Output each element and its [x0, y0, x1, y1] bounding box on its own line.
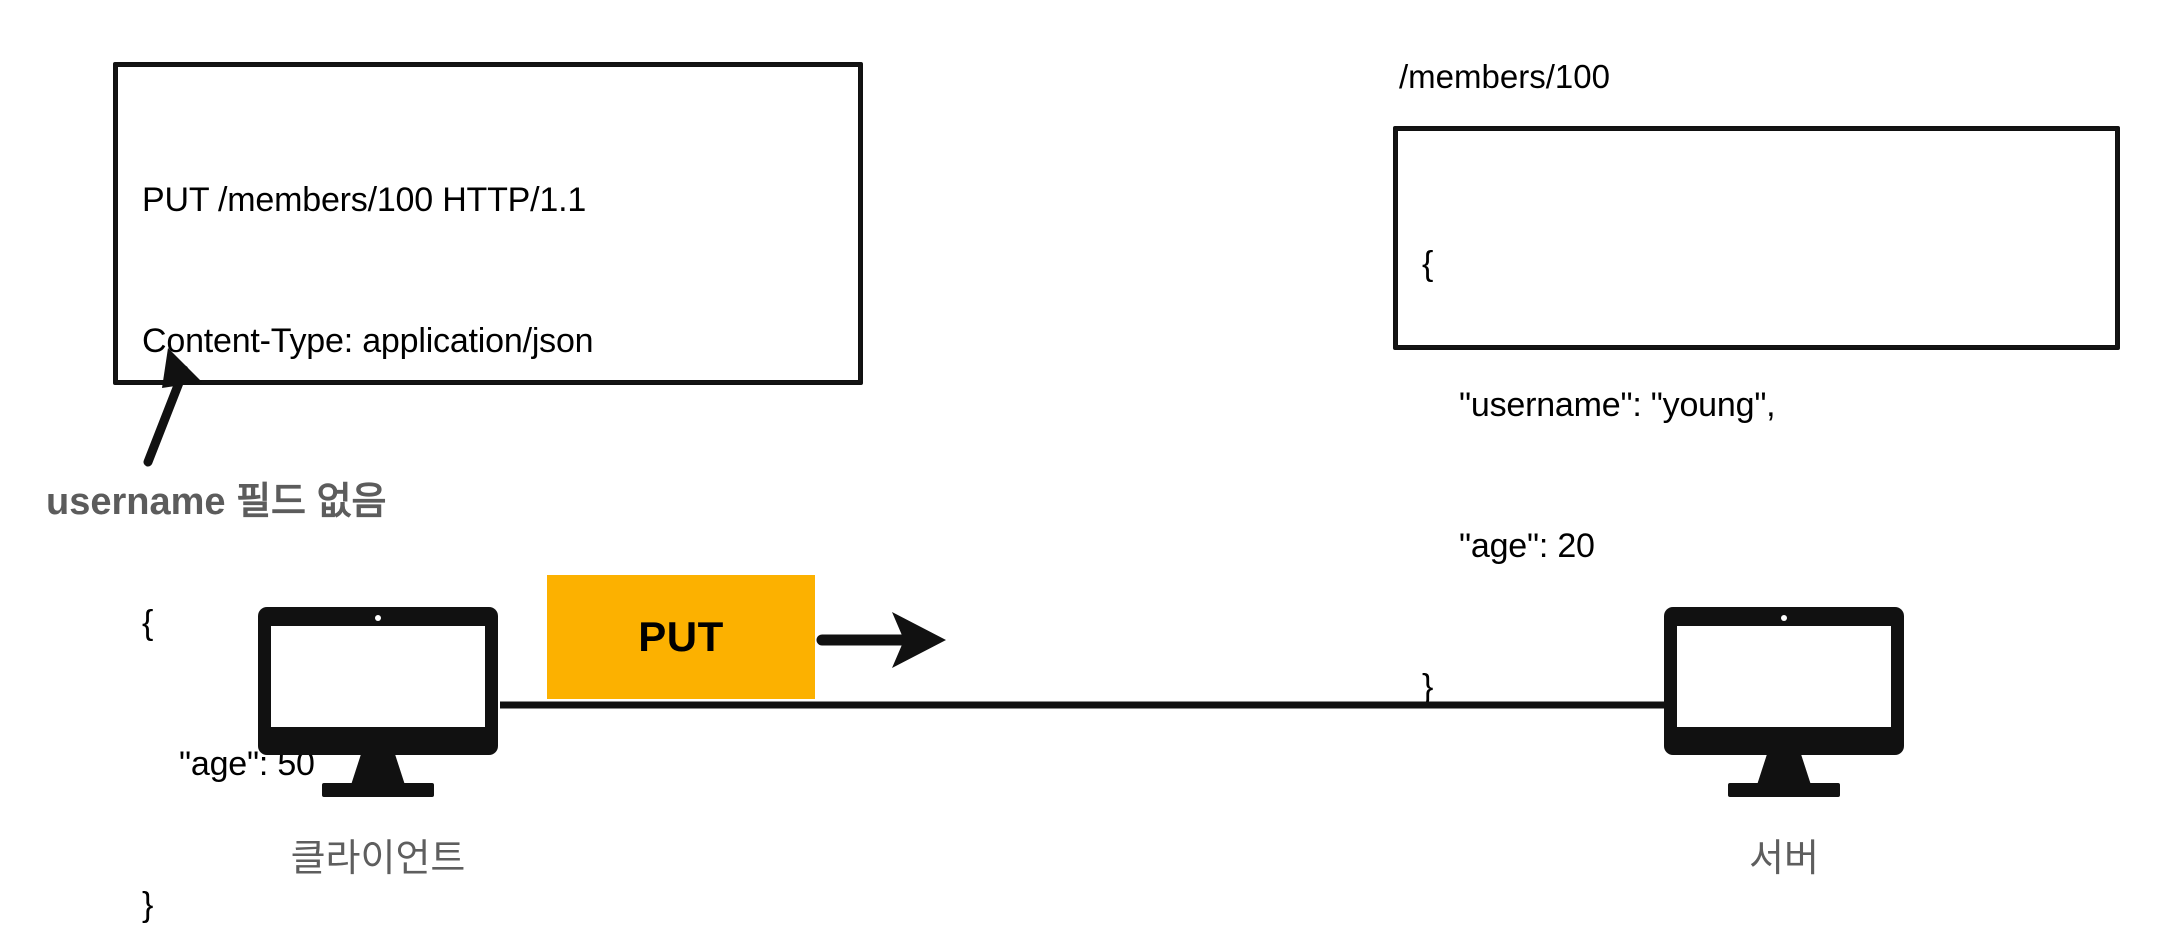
request-line-5: } — [142, 886, 154, 924]
client-node-label: 클라이언트 — [290, 838, 466, 880]
monitor-camera-dot — [1781, 615, 1787, 621]
annotation-arrow-icon — [143, 348, 202, 467]
request-line-0: PUT /members/100 HTTP/1.1 — [142, 181, 587, 219]
server-node: 서버 — [1664, 607, 1904, 882]
resource-state-code: { "username": "young", "age": 20 } — [1422, 147, 2105, 805]
resource-line-0: { — [1422, 245, 1434, 283]
resource-state-box: { "username": "young", "age": 20 } — [1393, 126, 2120, 706]
server-node-label: 서버 — [1749, 838, 1819, 880]
resource-line-3: } — [1422, 668, 1434, 706]
resource-line-2: "age": 20 — [1422, 527, 1595, 565]
monitor-camera-dot — [375, 615, 381, 621]
monitor-screen — [271, 626, 485, 727]
monitor-icon — [1664, 607, 1904, 797]
request-line-1: Content-Type: application/json — [142, 322, 594, 360]
http-request-box: PUT /members/100 HTTP/1.1 Content-Type: … — [113, 62, 863, 924]
method-badge[interactable]: PUT — [547, 575, 815, 699]
monitor-screen — [1677, 626, 1891, 727]
resource-path-label: /members/100 — [1399, 58, 1610, 95]
resource-line-1: "username": "young", — [1422, 386, 1776, 424]
monitor-neck — [1757, 755, 1811, 785]
monitor-icon — [258, 607, 498, 797]
request-line-3: { — [142, 604, 154, 642]
client-node: 클라이언트 — [258, 607, 498, 882]
http-request-code: PUT /members/100 HTTP/1.1 Content-Type: … — [142, 83, 848, 934]
monitor-neck — [351, 755, 405, 785]
method-badge-label: PUT — [638, 613, 724, 660]
connection-line-icon — [500, 701, 1682, 709]
right-arrow-icon — [816, 612, 946, 668]
monitor-base — [322, 783, 434, 797]
monitor-base — [1728, 783, 1840, 797]
annotation-label: username 필드 없음 — [46, 481, 387, 523]
